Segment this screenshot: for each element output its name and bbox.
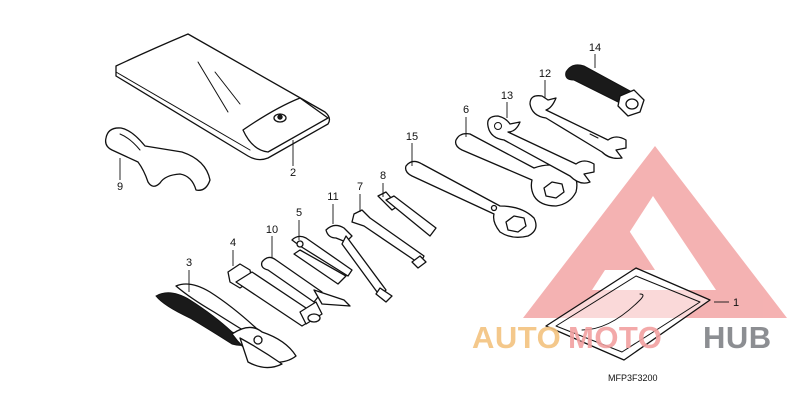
callout-13: 13	[501, 90, 513, 102]
callout-7: 7	[357, 181, 363, 193]
callout-10: 10	[266, 224, 278, 236]
pliers	[155, 283, 297, 369]
callout-15: 15	[406, 131, 418, 143]
watermark-moto: MOTO	[568, 320, 662, 355]
pin-spanner	[104, 127, 211, 191]
callout-6: 6	[463, 104, 469, 116]
open-end-wrench-12	[529, 95, 627, 160]
watermark-text: AUTO MOTO HUB	[472, 320, 772, 355]
callout-labels: 1 2 3 4 5 6 7 8 9 10 11 12 13 14 15	[117, 42, 739, 309]
screwdriver-grip	[565, 64, 645, 117]
tool-bag-plate	[545, 267, 711, 361]
box-wrench	[404, 160, 537, 238]
watermark-auto: AUTO	[472, 320, 561, 355]
drawing-code: MFP3F3200	[608, 373, 658, 383]
leader-lines	[119, 54, 729, 303]
callout-4: 4	[230, 237, 236, 249]
callout-12: 12	[539, 68, 551, 80]
watermark-hub: HUB	[703, 320, 772, 355]
watermark-inner-triangle	[597, 226, 655, 270]
handle-bar	[260, 256, 351, 307]
hex-wrench-8	[377, 191, 437, 237]
callout-9: 9	[117, 181, 123, 193]
callout-8: 8	[380, 170, 386, 182]
open-end-wrench-6	[454, 132, 578, 207]
screwdriver	[291, 235, 353, 285]
hex-wrench-7	[351, 209, 427, 269]
callout-11: 11	[327, 191, 338, 203]
open-end-wrench-13	[487, 115, 595, 184]
watermark-logo	[523, 146, 787, 318]
callout-5: 5	[296, 207, 302, 219]
tool-bag	[115, 33, 331, 161]
callout-1: 1	[733, 297, 739, 309]
callout-14: 14	[589, 42, 601, 54]
watermark-triangle	[523, 146, 787, 318]
callout-3: 3	[186, 257, 192, 269]
socket-wrench	[227, 263, 323, 327]
screwdriver-tip	[325, 224, 393, 303]
callout-2: 2	[290, 167, 296, 179]
